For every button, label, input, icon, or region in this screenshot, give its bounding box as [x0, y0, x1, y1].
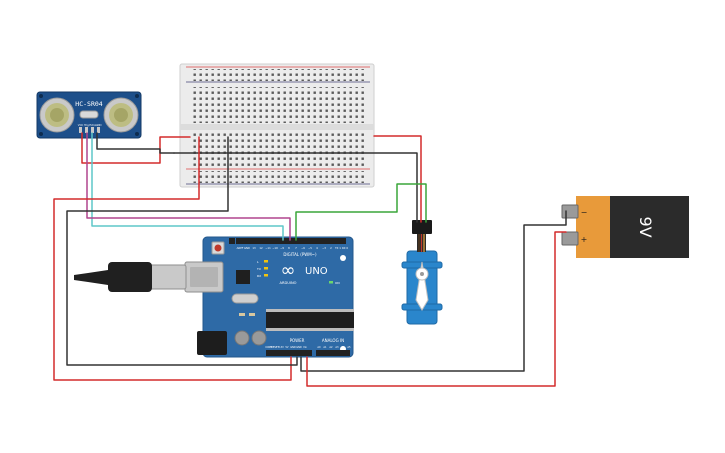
capacitor: [251, 330, 267, 346]
wire-servo-signal: [295, 183, 427, 241]
pin-label: A2: [329, 346, 333, 349]
digital-label: DIGITAL (PWM~): [283, 252, 317, 257]
pin-label: A5: [347, 346, 351, 349]
battery-terminal-minus: [561, 204, 579, 219]
arduino-uno: DIGITAL (PWM~) AREF GND 13 12 ~11 ~10 ~9…: [184, 236, 354, 358]
servo-motor: [401, 220, 443, 325]
analog-label: ANALOG IN: [322, 338, 344, 343]
battery-label: 9V: [636, 216, 655, 237]
led-label-rx: RX: [257, 274, 261, 278]
pin-label: A1: [323, 346, 327, 349]
pin-label: ~5: [308, 246, 312, 250]
pin-label: A0: [317, 346, 321, 349]
pin-label: AREF: [237, 246, 244, 250]
battery-plus-label: +: [581, 235, 588, 244]
wire-bb-red-servo: [373, 135, 422, 223]
wires: [53, 132, 567, 387]
arduino-brand: ARDUINO: [280, 281, 297, 285]
reset-button[interactable]: [211, 241, 225, 255]
sensor-pin-trig: Trig: [84, 123, 89, 127]
dc-jack: [197, 331, 227, 355]
wire-vin-battery: [300, 210, 567, 372]
microcontroller-chip: [266, 309, 354, 331]
wire-sensor-vcc: [81, 132, 191, 164]
transducer-right: [103, 97, 139, 133]
sensor-pin-echo: Echo: [89, 123, 96, 127]
transducer-left: [39, 97, 75, 133]
pin-label: 12: [259, 246, 263, 250]
wire-sensor-gnd: [96, 132, 175, 154]
pin-label: Vin: [303, 346, 307, 349]
pin-label: ~3: [322, 246, 326, 250]
crystal: [231, 293, 259, 304]
pin-label: A4: [341, 346, 345, 349]
ultrasonic-sensor: HC-SR04 VCC Trig Echo GND: [36, 91, 142, 139]
breadboard: [179, 63, 375, 188]
pin-label: GND: [296, 346, 302, 349]
pin-label: 13: [252, 246, 256, 250]
pin-label: 5V: [285, 346, 289, 349]
wire-black-gnd: [66, 136, 298, 366]
top-pin-labels: AREF GND 13 12 ~11 ~10 ~9 8 7 ~6 ~5 4 ~3…: [237, 246, 349, 250]
pin-label: 2: [330, 246, 332, 250]
sensor-pins: [79, 127, 100, 133]
power-label: POWER: [290, 338, 305, 343]
pin-label: ~10: [272, 246, 278, 250]
led-label-on: ON: [335, 281, 340, 285]
wire-bb-black-servo: [173, 152, 418, 223]
wire-sensor-echo: [91, 132, 284, 241]
pin-label: ~11: [265, 246, 271, 250]
wire-sensor-trig: [86, 132, 291, 241]
arduino-logo-icon: ∞: [281, 260, 296, 281]
pin-label: ~9: [280, 246, 284, 250]
arduino-logo: ∞ UNO ARDUINO: [280, 260, 328, 285]
battery-terminal-plus: [561, 231, 579, 246]
digital-header: [236, 238, 346, 244]
pin-label: RESET: [271, 346, 279, 349]
power-pin-labels: IOREF RESET 3.3V 5V GND GND Vin: [265, 346, 307, 349]
pin-label: 7: [295, 246, 297, 250]
pin-label: 4: [316, 246, 318, 250]
sensor-label: HC-SR04: [75, 100, 102, 108]
led-label-tx: TX: [256, 267, 261, 271]
pin-label: GND: [244, 246, 250, 250]
pin-label: GND: [290, 346, 296, 349]
pin-label: ~6: [301, 246, 305, 250]
analog-header: [316, 350, 350, 356]
servo-connector: [412, 220, 432, 234]
pin-label: A3: [335, 346, 339, 349]
pin-label: 8: [288, 246, 290, 250]
sensor-pin-vcc: VCC: [78, 123, 84, 127]
pin-label: 3.3V: [278, 346, 284, 349]
pin-label: IOREF: [265, 346, 273, 349]
usb-cable: [74, 262, 187, 292]
wire-gnd-battery: [306, 231, 567, 387]
arduino-model: UNO: [305, 266, 328, 277]
analog-pin-labels: A0 A1 A2 A3 A4 A5: [317, 346, 351, 349]
battery-minus-label: −: [581, 208, 588, 217]
sensor-pin-gnd: GND: [96, 123, 102, 127]
led-label-l: L: [257, 260, 259, 264]
power-header: [266, 350, 312, 356]
pin-label: RX 0: [342, 246, 348, 250]
pin-label: TX 1: [335, 246, 341, 250]
battery-9v: − + 9V: [561, 196, 689, 258]
capacitor: [234, 330, 250, 346]
wire-red-5v: [53, 136, 292, 381]
